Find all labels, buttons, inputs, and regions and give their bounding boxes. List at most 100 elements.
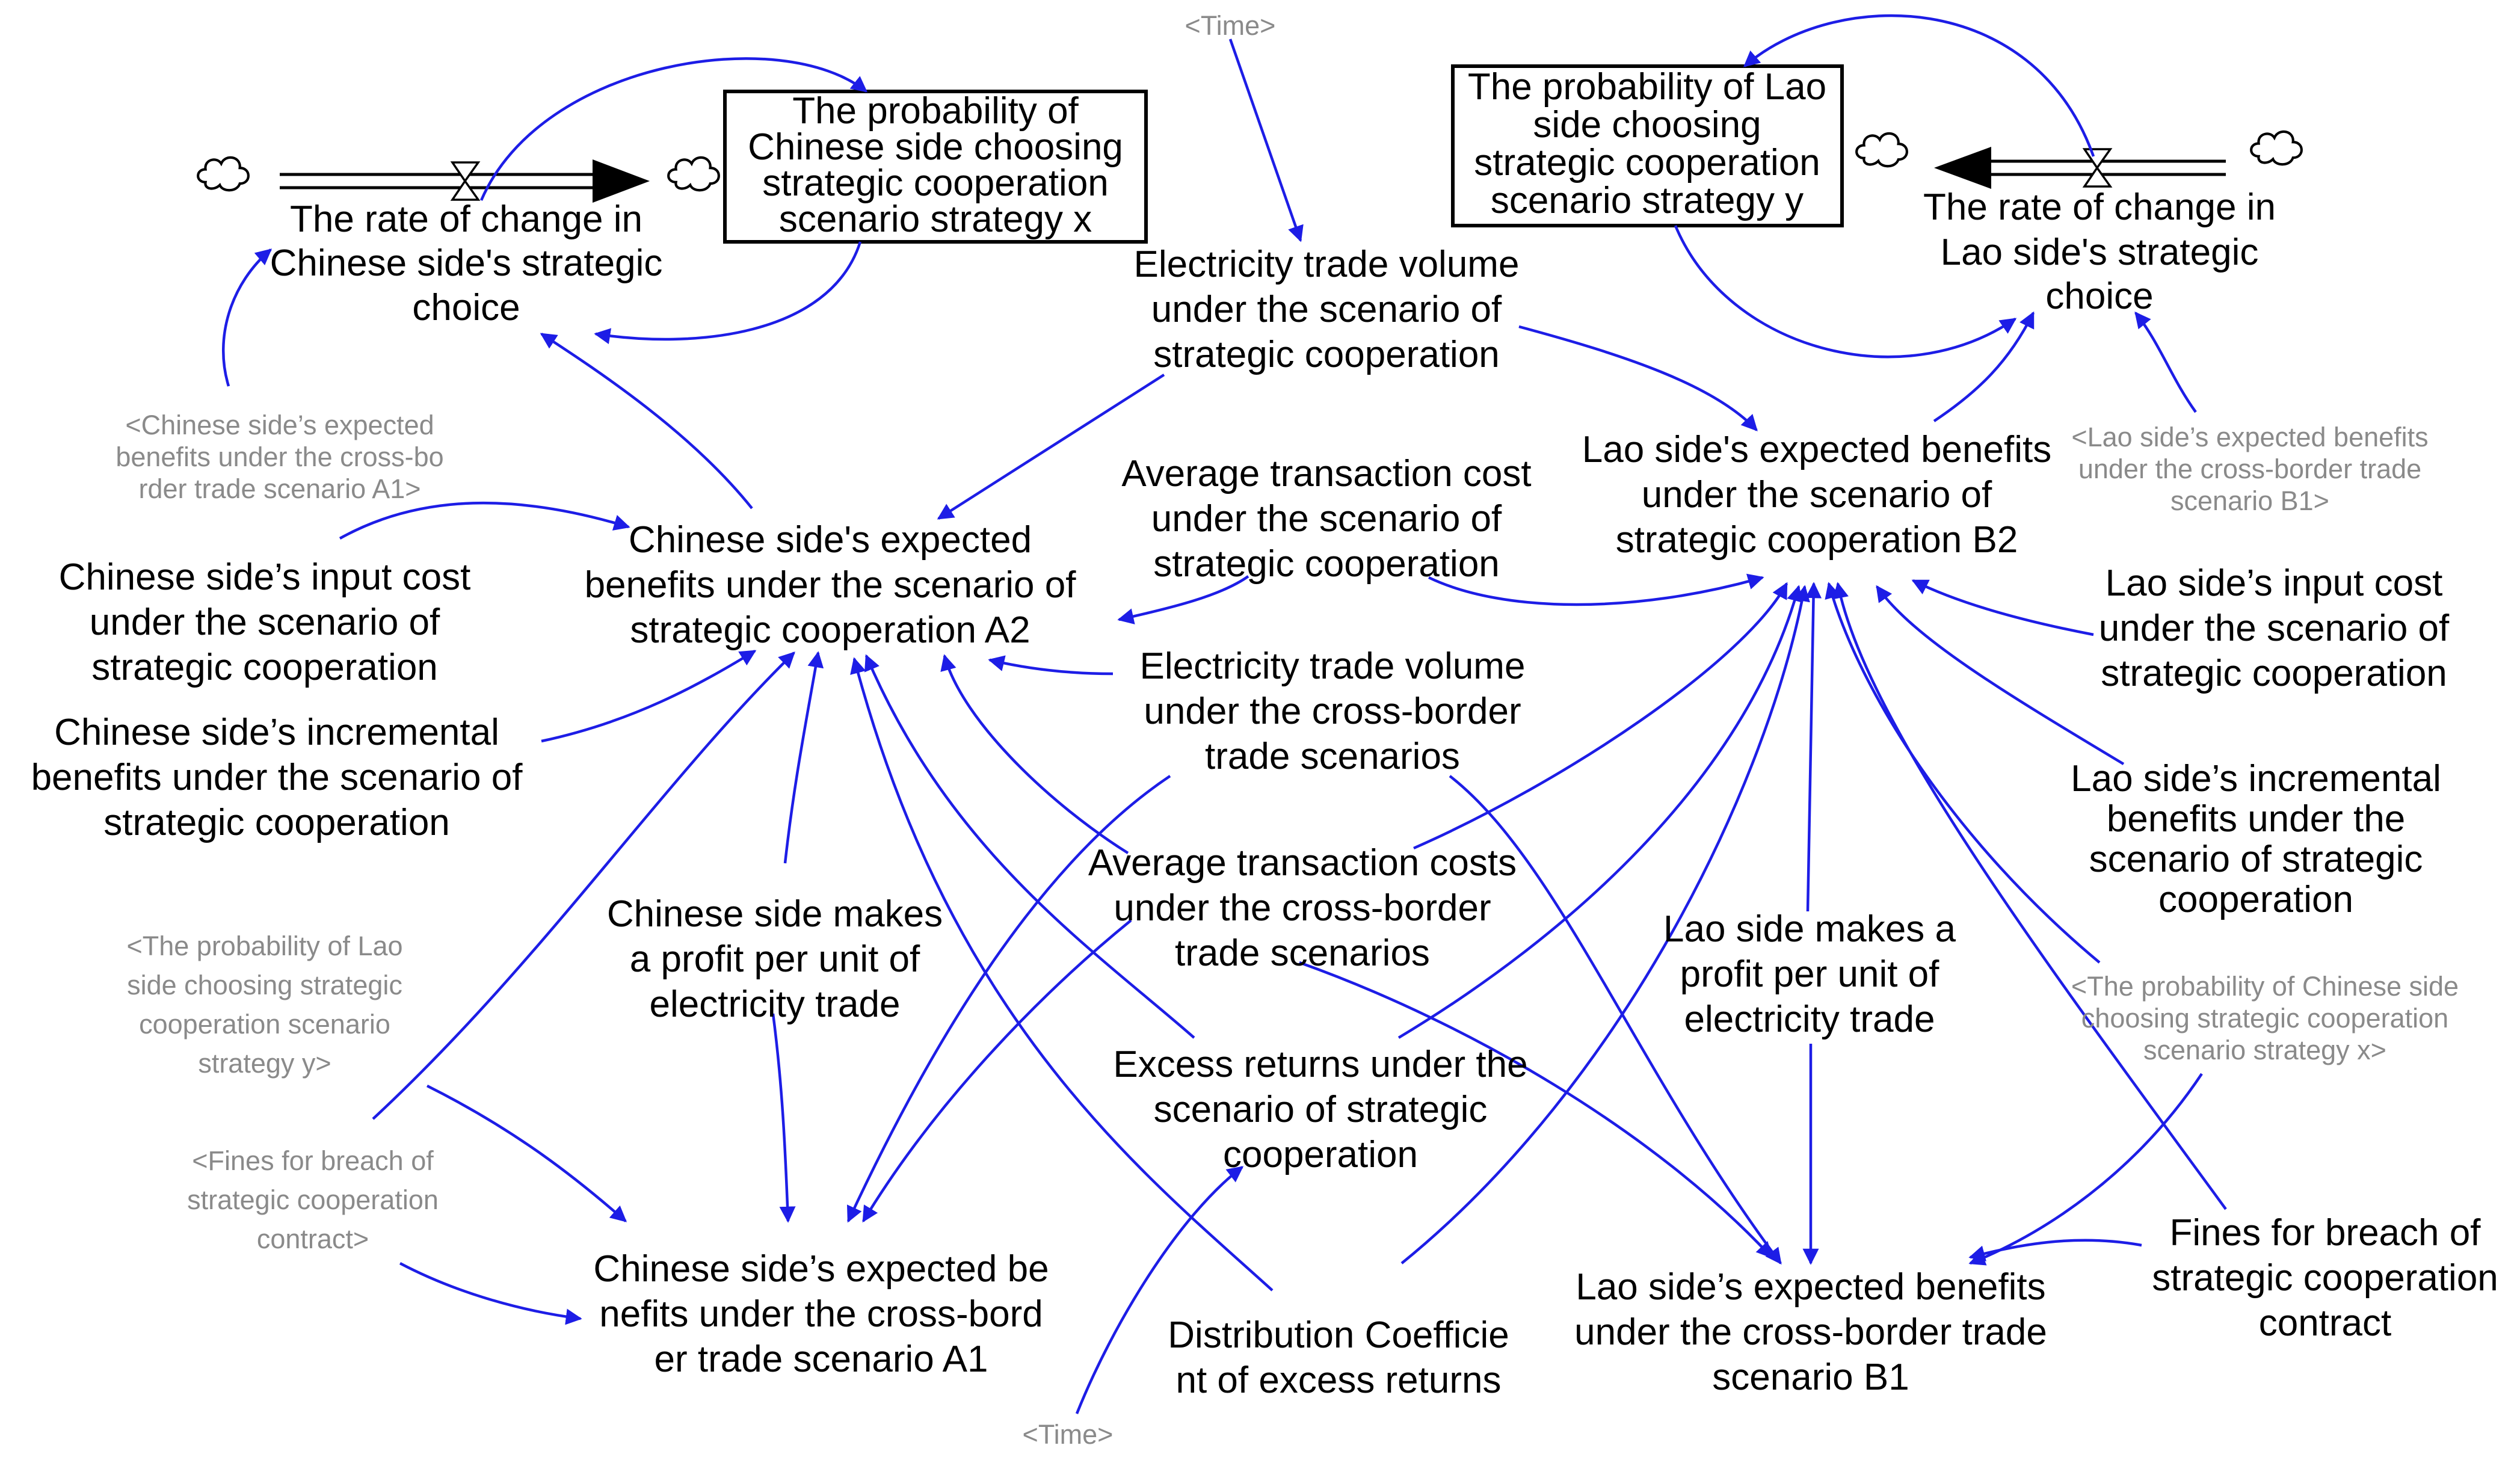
svg-text:Lao side’s expected benefits: Lao side’s expected benefits [1576,1266,2045,1308]
svg-text:scenario B1: scenario B1 [1712,1357,1909,1398]
svg-text:strategic cooperation: strategic cooperation [1474,142,1820,183]
svg-text:strategy y>: strategy y> [198,1048,331,1079]
svg-text:trade scenarios: trade scenarios [1175,932,1430,974]
svg-text:The rate of change in: The rate of change in [290,199,642,240]
svg-text:nefits under the cross-bord: nefits under the cross-bord [599,1293,1043,1335]
svg-text:electricity trade: electricity trade [1684,999,1935,1040]
cn-incr-label[interactable]: Chinese side’s incremental benefits unde… [31,712,523,843]
shadow-time-top[interactable]: <Time> [1185,10,1276,41]
svg-text:scenario of strategic: scenario of strategic [1154,1089,1488,1130]
lao-incr-label[interactable]: Lao side’s incremental benefits under th… [2071,758,2441,920]
svg-text:scenario of strategic: scenario of strategic [2089,839,2423,880]
svg-text:strategic cooperation: strategic cooperation [91,647,438,688]
svg-text:The probability of Lao: The probability of Lao [1468,66,1826,108]
svg-text:strategic cooperation: strategic cooperation [2152,1257,2498,1299]
svg-text:Chinese side's expected: Chinese side's expected [629,519,1032,561]
cn-a2-label[interactable]: Chinese side's expected benefits under t… [585,519,1077,651]
svg-text:strategic cooperation: strategic cooperation [187,1184,439,1215]
svg-text:strategic cooperation: strategic cooperation [103,802,450,843]
fines-label[interactable]: Fines for breach of strategic cooperatio… [2152,1212,2498,1344]
svg-text:<Chinese side’s expected: <Chinese side’s expected [125,410,434,440]
shadow-fines[interactable]: <Fines for breach of strategic cooperati… [187,1145,439,1254]
svg-text:Chinese side's strategic: Chinese side's strategic [270,242,663,284]
svg-text:<The probability of Chinese si: <The probability of Chinese side [2071,971,2459,1002]
valve-icon [450,161,481,201]
svg-text:under the cross-border trade: under the cross-border trade [1574,1311,2047,1353]
svg-text:choice: choice [2045,276,2153,317]
svg-text:Lao side's expected benefits: Lao side's expected benefits [1582,429,2051,470]
svg-text:under the scenario of: under the scenario of [90,602,440,643]
lao-b1-label[interactable]: Lao side’s expected benefits under the c… [1574,1266,2047,1398]
svg-text:<Fines for breach of: <Fines for breach of [192,1145,434,1176]
avg-cost-cross-border-label[interactable]: Average transaction costs under the cros… [1088,842,1517,974]
svg-text:Lao side makes a: Lao side makes a [1663,908,1956,950]
svg-text:under the cross-border trade: under the cross-border trade [2078,454,2421,484]
svg-text:Chinese side makes: Chinese side makes [607,893,943,935]
svg-text:<The probability of Lao: <The probability of Lao [126,931,402,961]
svg-text:The probability of: The probability of [792,90,1079,132]
cn-input-label[interactable]: Chinese side’s input cost under the scen… [59,556,471,688]
stock-label-y[interactable]: The probability of Lao side choosing str… [1468,66,1826,221]
svg-text:strategic cooperation A2: strategic cooperation A2 [630,609,1030,651]
shadow-time-bottom[interactable]: <Time> [1023,1419,1114,1450]
flow-pipe-lao [1934,147,2226,189]
lao-b2-label[interactable]: Lao side's expected benefits under the s… [1582,429,2051,561]
shadow-cn-a1[interactable]: <Chinese side’s expected benefits under … [116,410,443,504]
svg-text:benefits under the cross-bo: benefits under the cross-bo [116,442,443,472]
lao-profit-label[interactable]: Lao side makes a profit per unit of elec… [1663,908,1956,1040]
svg-text:<Time>: <Time> [1023,1419,1114,1450]
cloud-icon [198,158,248,190]
excess-returns-label[interactable]: Excess returns under the scenario of str… [1113,1044,1527,1175]
lao-input-label[interactable]: Lao side’s input cost under the scenario… [2099,562,2450,694]
stock-label-x[interactable]: The probability of Chinese side choosing… [748,90,1123,240]
svg-text:side choosing strategic: side choosing strategic [127,970,402,1000]
svg-text:under the cross-border: under the cross-border [1144,691,1521,732]
cloud-icon [1856,134,1907,166]
shadow-prob-x[interactable]: <The probability of Chinese side choosin… [2071,971,2459,1065]
rate-lao-label[interactable]: The rate of change in Lao side's strateg… [1923,186,2276,317]
svg-text:cooperation: cooperation [2158,879,2353,920]
svg-text:strategic cooperation: strategic cooperation [2101,653,2447,694]
svg-text:profit per unit of: profit per unit of [1680,953,1940,995]
svg-text:strategic cooperation: strategic cooperation [762,162,1109,204]
svg-text:scenario strategy x: scenario strategy x [779,199,1092,240]
svg-text:contract: contract [2259,1302,2392,1344]
svg-text:er trade scenario A1: er trade scenario A1 [655,1338,988,1380]
rate-cn-label[interactable]: The rate of change in Chinese side's str… [270,199,663,328]
svg-text:Chinese side’s input cost: Chinese side’s input cost [59,556,471,598]
svg-text:under the scenario of: under the scenario of [1642,474,1992,516]
stock-box-y[interactable] [1451,64,1844,227]
svg-text:Average transaction cost: Average transaction cost [1121,453,1531,494]
svg-text:benefits under the: benefits under the [2107,798,2405,840]
cn-a1-label[interactable]: Chinese side’s expected be nefits under … [593,1248,1049,1380]
svg-text:The rate of change in: The rate of change in [1923,186,2276,228]
arrowhead-icon [593,159,650,203]
stock-box-x[interactable] [723,90,1148,244]
svg-text:Chinese side’s expected be: Chinese side’s expected be [593,1248,1049,1290]
valve-icon [2082,148,2113,188]
svg-text:Chinese side choosing: Chinese side choosing [748,126,1123,168]
avg-cost-coop-label[interactable]: Average transaction cost under the scena… [1121,453,1531,585]
svg-text:cooperation scenario: cooperation scenario [139,1009,390,1040]
svg-text:Excess returns under the: Excess returns under the [1113,1044,1527,1085]
flow-pipe-chinese [280,159,650,203]
svg-text:strategic cooperation: strategic cooperation [1153,334,1500,375]
svg-text:a profit per unit of: a profit per unit of [630,938,920,980]
distribution-coefficient-label[interactable]: Distribution Coefficie nt of excess retu… [1168,1314,1509,1401]
svg-text:choice: choice [412,287,520,328]
svg-text:Electricity trade volume: Electricity trade volume [1140,645,1526,687]
svg-text:contract>: contract> [257,1224,369,1254]
svg-text:scenario strategy y: scenario strategy y [1491,180,1804,221]
causal-links [221,14,2227,1414]
svg-text:under the scenario of: under the scenario of [2099,608,2450,649]
shadow-prob-y[interactable]: <The probability of Lao side choosing st… [126,931,402,1079]
elec-cross-border-label[interactable]: Electricity trade volume under the cross… [1140,645,1526,777]
svg-text:rder trade scenario A1>: rder trade scenario A1> [138,473,421,504]
cn-profit-label[interactable]: Chinese side makes a profit per unit of … [607,893,943,1025]
svg-text:Lao side’s input cost: Lao side’s input cost [2106,562,2443,604]
svg-text:under the scenario of: under the scenario of [1151,498,1502,540]
svg-text:trade scenarios: trade scenarios [1205,736,1460,777]
electricity-coop-label[interactable]: Electricity trade volume under the scena… [1134,244,1520,375]
shadow-lao-b1[interactable]: <Lao side’s expected benefits under the … [2071,422,2428,516]
